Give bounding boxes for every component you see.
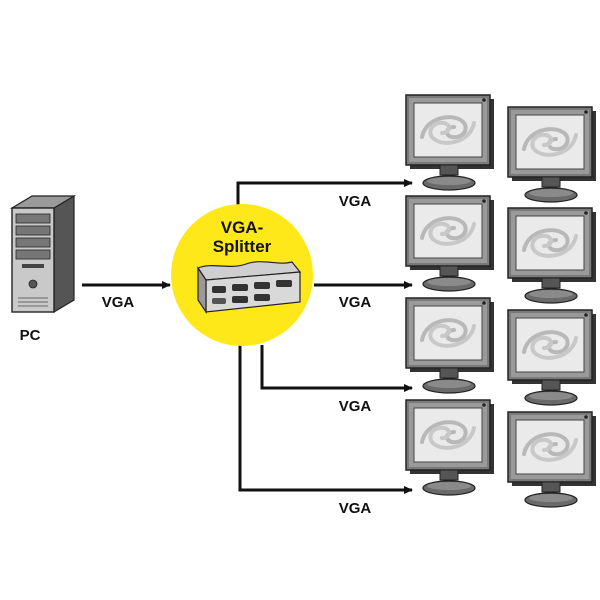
splitter-title-line1: VGA- <box>221 218 264 237</box>
pc-tower-icon <box>9 194 77 314</box>
monitors-grid <box>404 93 598 509</box>
output-vga-label-4: VGA <box>339 500 372 517</box>
output-arrow-3 <box>260 345 413 392</box>
output-arrow-4 <box>238 345 413 494</box>
output-arrow-1 <box>236 179 413 205</box>
crt-monitor-icon <box>506 410 598 509</box>
vga-splitter-device-icon <box>197 261 302 314</box>
output-vga-label-1: VGA <box>339 193 372 210</box>
crt-monitor-icon <box>506 105 598 204</box>
output-vga-label-3: VGA <box>339 398 372 415</box>
input-vga-label: VGA <box>102 294 135 311</box>
crt-monitor-icon <box>404 194 496 293</box>
crt-monitor-icon <box>506 206 598 305</box>
output-connections <box>236 179 413 494</box>
crt-monitor-icon <box>404 93 496 192</box>
splitter-title-line2: Splitter <box>213 237 272 256</box>
crt-monitor-icon <box>404 398 496 497</box>
crt-monitor-icon <box>506 308 598 407</box>
crt-monitor-icon <box>404 296 496 395</box>
output-vga-label-2: VGA <box>339 294 372 311</box>
pc-label: PC <box>20 327 41 344</box>
